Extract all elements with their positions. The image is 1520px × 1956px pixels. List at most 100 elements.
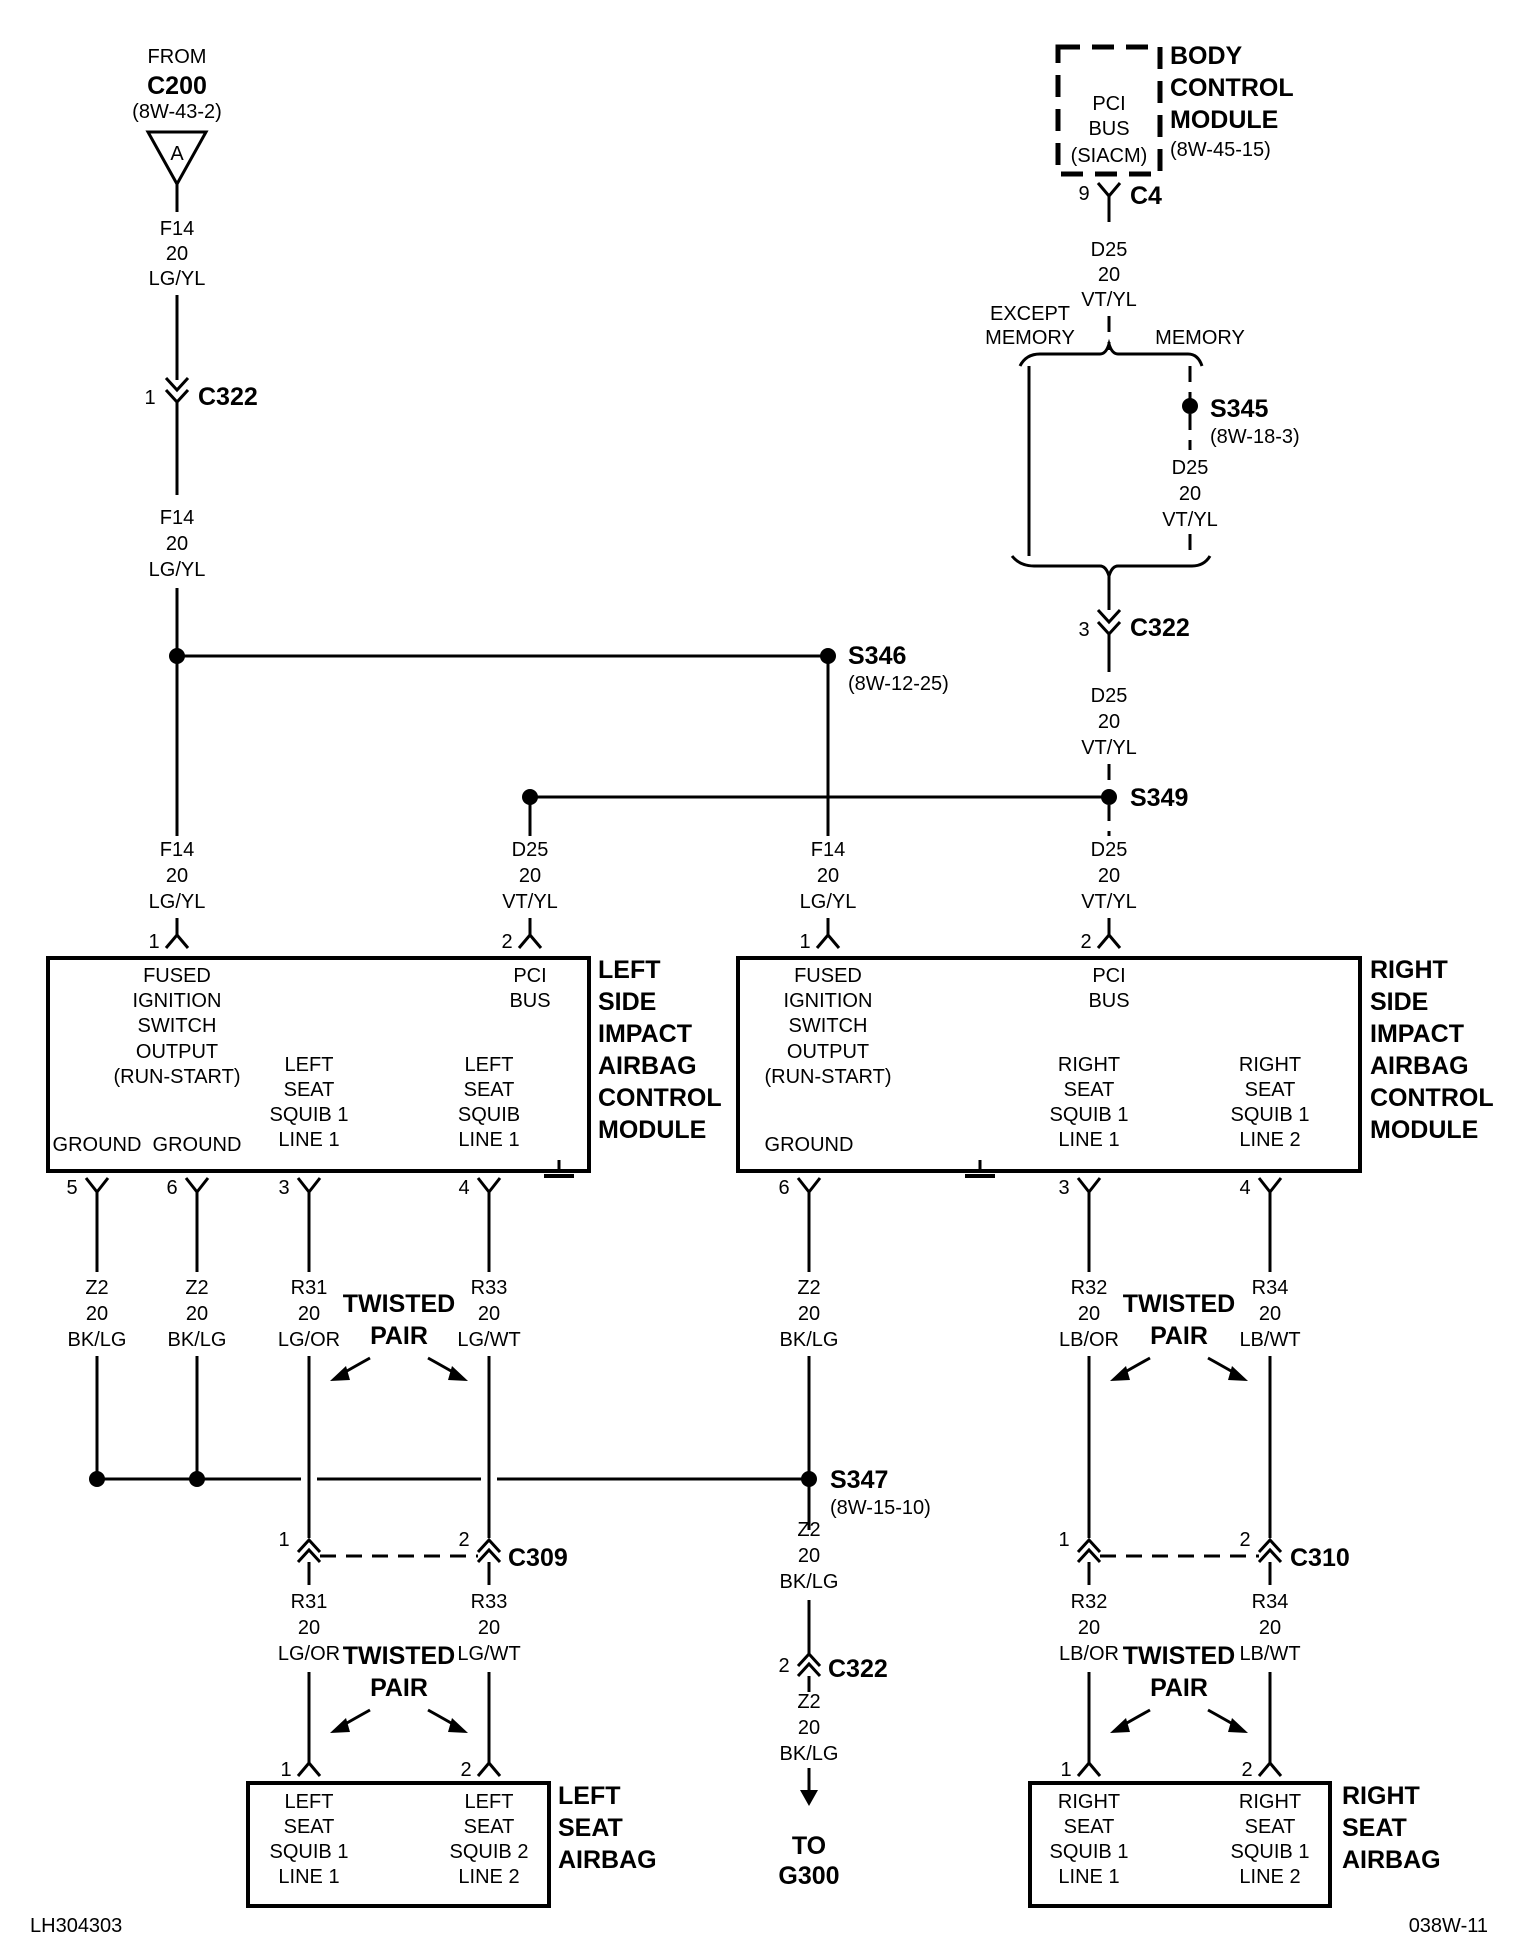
branch-bracket: [1010, 555, 1212, 582]
pin-chevron-icon: [296, 1760, 322, 1777]
svg-text:R31: R31: [291, 1277, 328, 1299]
connector-c4: 9 C4: [1078, 182, 1162, 222]
svg-text:LG/YL: LG/YL: [149, 559, 206, 581]
wire-label-f14-top: F14 20 LG/YL: [149, 218, 206, 290]
svg-text:R32: R32: [1071, 1277, 1108, 1299]
pin-chevron-icon: [164, 932, 190, 949]
svg-text:20: 20: [166, 243, 188, 265]
pin-chevron-icon: [476, 1177, 502, 1195]
svg-text:C309: C309: [508, 1544, 568, 1572]
svg-text:SEAT: SEAT: [1342, 1814, 1407, 1842]
svg-text:VT/YL: VT/YL: [1081, 737, 1137, 759]
svg-text:3: 3: [278, 1177, 289, 1199]
svg-text:2: 2: [460, 1759, 471, 1781]
branch-label-memory: MEMORY: [1155, 327, 1245, 349]
svg-text:AIRBAG: AIRBAG: [1342, 1846, 1441, 1874]
wire-label-r31-a: R31 20 LG/OR: [278, 1277, 340, 1351]
svg-text:LEFT: LEFT: [465, 1791, 514, 1813]
pin-chevron-icon: [184, 1177, 210, 1195]
right-module-pci-label: PCI BUS: [1088, 965, 1129, 1012]
svg-text:AIRBAG: AIRBAG: [598, 1052, 697, 1080]
wire-label-f14-mid: F14 20 LG/YL: [149, 507, 206, 581]
svg-text:20: 20: [1098, 264, 1120, 286]
svg-text:6: 6: [166, 1177, 177, 1199]
svg-text:OUTPUT: OUTPUT: [136, 1041, 218, 1063]
svg-text:OUTPUT: OUTPUT: [787, 1041, 869, 1063]
svg-text:CONTROL: CONTROL: [1370, 1084, 1494, 1112]
svg-text:1: 1: [278, 1529, 289, 1551]
svg-text:SEAT: SEAT: [558, 1814, 623, 1842]
svg-text:C4: C4: [1130, 182, 1162, 210]
bcm-inner-label: (SIACM): [1071, 145, 1148, 167]
svg-text:Z2: Z2: [797, 1691, 820, 1713]
svg-text:R31: R31: [291, 1591, 328, 1613]
svg-text:20: 20: [817, 865, 839, 887]
bcm-inner-label: BUS: [1088, 118, 1129, 140]
svg-text:R34: R34: [1252, 1277, 1289, 1299]
svg-text:R32: R32: [1071, 1591, 1108, 1613]
svg-text:VT/YL: VT/YL: [1162, 509, 1218, 531]
c200-feed: FROM C200 (8W-43-2) A: [132, 46, 222, 212]
svg-text:1: 1: [799, 931, 810, 953]
ground-to-label: TO: [792, 1832, 826, 1860]
svg-text:1: 1: [1058, 1529, 1069, 1551]
svg-text:IMPACT: IMPACT: [1370, 1020, 1464, 1048]
svg-text:MODULE: MODULE: [598, 1116, 706, 1144]
svg-text:LEFT: LEFT: [558, 1782, 621, 1810]
connector-chevron-icon: [1096, 608, 1122, 625]
svg-text:PCI: PCI: [1092, 965, 1125, 987]
svg-text:20: 20: [1259, 1617, 1281, 1639]
splice-dot: [189, 1471, 205, 1487]
svg-text:LINE 2: LINE 2: [458, 1866, 519, 1888]
svg-text:3: 3: [1078, 619, 1089, 641]
wire-label-r32-a: R32 20 LB/OR: [1059, 1277, 1119, 1351]
connector-chevron-icon: [296, 1537, 322, 1554]
bcm-inner-label: PCI: [1092, 93, 1125, 115]
branch-bracket: [1018, 338, 1204, 367]
wire-label-d25-memory: D25 20 VT/YL: [1162, 457, 1218, 531]
airbag-pins: 1 2 1 2: [280, 1738, 1283, 1781]
left-airbag-box: [246, 1781, 551, 1908]
svg-text:CONTROL: CONTROL: [598, 1084, 722, 1112]
branch-label-except: EXCEPT: [990, 303, 1070, 325]
svg-text:20: 20: [798, 1303, 820, 1325]
svg-text:TWISTED: TWISTED: [343, 1642, 456, 1670]
svg-text:SEAT: SEAT: [464, 1079, 515, 1101]
svg-text:Z2: Z2: [185, 1277, 208, 1299]
splice-s345-ref: (8W-18-3): [1210, 426, 1300, 448]
right-airbag-line2-label: RIGHT SEAT SQUIB 1 LINE 2: [1231, 1791, 1310, 1888]
svg-text:20: 20: [1098, 865, 1120, 887]
right-module-squib1-label: RIGHT SEAT SQUIB 1 LINE 1: [1050, 1054, 1129, 1151]
left-airbag-title: LEFT SEAT AIRBAG: [558, 1782, 657, 1874]
svg-text:SEAT: SEAT: [1064, 1816, 1115, 1838]
svg-text:IGNITION: IGNITION: [784, 990, 873, 1012]
svg-text:PAIR: PAIR: [1150, 1674, 1208, 1702]
svg-text:FUSED: FUSED: [794, 965, 862, 987]
svg-text:D25: D25: [1091, 239, 1128, 261]
svg-text:LEFT: LEFT: [598, 956, 661, 984]
svg-text:D25: D25: [1172, 457, 1209, 479]
right-module-ground-label: GROUND: [765, 1134, 854, 1156]
svg-text:R34: R34: [1252, 1591, 1289, 1613]
wire-label-z2-d: Z2 20 BK/LG: [780, 1519, 839, 1593]
svg-text:SQUIB 1: SQUIB 1: [1050, 1841, 1129, 1863]
svg-text:PAIR: PAIR: [1150, 1322, 1208, 1350]
splice-s346-ref: (8W-12-25): [848, 673, 949, 695]
svg-text:20: 20: [166, 865, 188, 887]
svg-text:20: 20: [86, 1303, 108, 1325]
svg-text:SQUIB 1: SQUIB 1: [270, 1841, 349, 1863]
svg-text:LINE 1: LINE 1: [458, 1129, 519, 1151]
svg-text:IGNITION: IGNITION: [133, 990, 222, 1012]
pin-chevron-icon: [476, 1760, 502, 1777]
svg-text:5: 5: [66, 1177, 77, 1199]
splice-s349-label: S349: [1130, 784, 1188, 812]
svg-text:F14: F14: [160, 839, 194, 861]
svg-text:R33: R33: [471, 1591, 508, 1613]
svg-text:LINE 2: LINE 2: [1239, 1129, 1300, 1151]
connector-chevron-icon: [1076, 1547, 1102, 1564]
svg-text:20: 20: [1078, 1303, 1100, 1325]
svg-text:RIGHT: RIGHT: [1370, 956, 1448, 984]
connector-chevron-icon: [796, 1661, 822, 1678]
svg-text:PAIR: PAIR: [370, 1674, 428, 1702]
